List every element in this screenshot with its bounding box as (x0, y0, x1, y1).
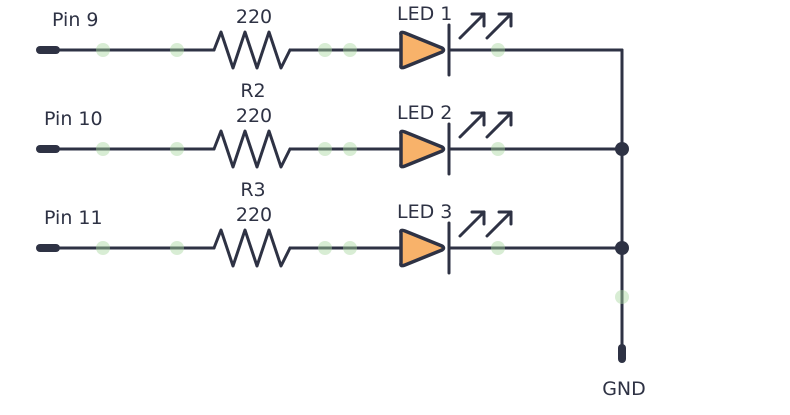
arrow-head (497, 210, 513, 226)
connection-point[interactable] (318, 241, 332, 255)
connection-point[interactable] (96, 241, 110, 255)
connection-point[interactable] (170, 43, 184, 57)
pin-label: Pin 11 (44, 207, 103, 229)
arrow-head (470, 111, 486, 127)
resistor-value: 220 (236, 204, 272, 226)
led-branch-3: Pin 11 R3 220 LED 3 (36, 179, 624, 275)
led-label: LED 1 (397, 3, 452, 25)
pin-label: Pin 10 (44, 108, 103, 130)
light-arrow-icon (458, 111, 486, 139)
led-symbol (399, 30, 446, 70)
arrow-head (497, 111, 513, 127)
connection-point[interactable] (318, 142, 332, 156)
resistor-symbol (212, 129, 292, 169)
arrow-head (470, 210, 486, 226)
connection-point[interactable] (343, 43, 357, 57)
connection-point[interactable] (318, 43, 332, 57)
connection-point[interactable] (615, 290, 629, 304)
light-arrow-icon (458, 12, 486, 40)
led-branch-2: Pin 10 R2 220 LED 2 (36, 80, 624, 176)
arrow-head (497, 12, 513, 28)
connection-point[interactable] (170, 241, 184, 255)
resistor-name: R2 (240, 80, 265, 102)
junction-dot (615, 142, 629, 156)
connection-point[interactable] (343, 142, 357, 156)
led-symbol (399, 129, 446, 169)
connection-point[interactable] (491, 142, 505, 156)
resistor-symbol (212, 228, 292, 268)
pin-label: Pin 9 (52, 9, 99, 31)
led-branch-1: Pin 9 220 LED 1 (36, 3, 624, 77)
resistor-symbol (212, 30, 292, 70)
connection-point[interactable] (96, 142, 110, 156)
ground-bus: GND (602, 48, 646, 400)
light-arrow-icon (485, 210, 513, 238)
light-arrow-icon (485, 111, 513, 139)
led-symbol (399, 228, 446, 268)
resistor-value: 220 (236, 6, 272, 28)
gnd-label: GND (602, 378, 646, 400)
connection-point[interactable] (343, 241, 357, 255)
connection-point[interactable] (491, 43, 505, 57)
led-label: LED 3 (397, 201, 452, 223)
light-arrow-icon (485, 12, 513, 40)
led-label: LED 2 (397, 102, 452, 124)
resistor-name: R3 (240, 179, 265, 201)
junction-dot (615, 241, 629, 255)
connection-point[interactable] (170, 142, 184, 156)
connection-point[interactable] (96, 43, 110, 57)
connection-point[interactable] (491, 241, 505, 255)
resistor-value: 220 (236, 105, 272, 127)
arrow-head (470, 12, 486, 28)
light-arrow-icon (458, 210, 486, 238)
